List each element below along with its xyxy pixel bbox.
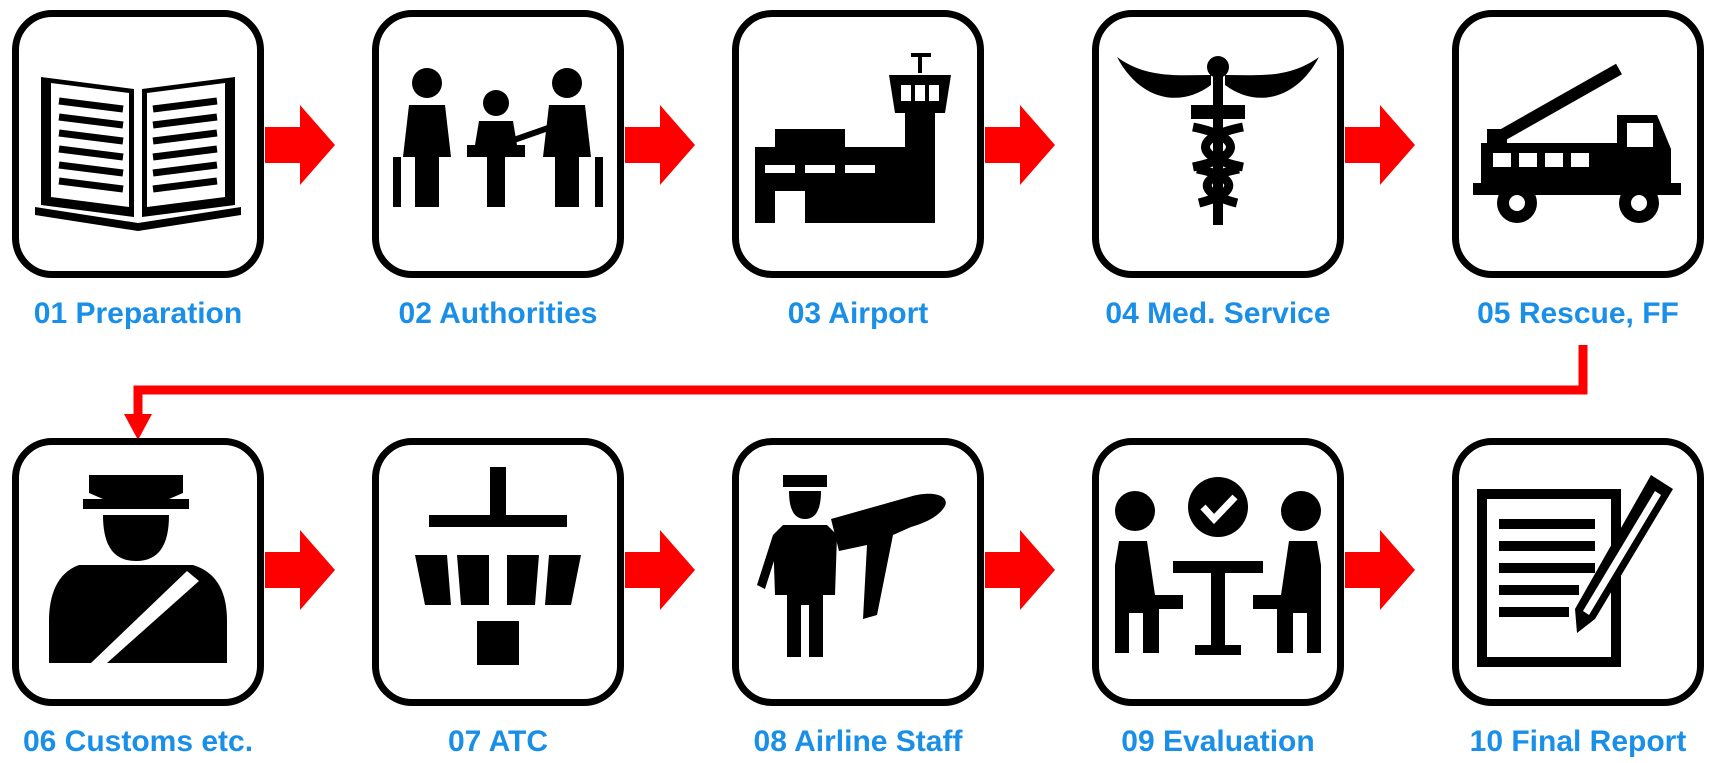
- step-02-card: [372, 10, 624, 278]
- step-09-label: 09 Evaluation: [1121, 725, 1315, 758]
- step-01-card: [12, 10, 264, 278]
- step-02-label: 02 Authorities: [398, 297, 598, 330]
- control-tower-icon: [415, 467, 581, 665]
- step-05-card: [1452, 10, 1704, 278]
- arrow-08-09: [985, 530, 1055, 610]
- customs-officer-icon: [49, 475, 227, 663]
- step-09-card: [1092, 438, 1344, 706]
- caduceus-icon: [1117, 56, 1319, 225]
- meeting-icon: [393, 68, 603, 207]
- step-07-card: [372, 438, 624, 706]
- open-book-icon: [35, 77, 241, 231]
- return-connector-05-06: [124, 345, 1588, 440]
- step-07-label: 07 ATC: [447, 725, 549, 758]
- step-08-card: [732, 438, 984, 706]
- step-01-label: 01 Preparation: [33, 297, 243, 330]
- step-05-label: 05 Rescue, FF: [1477, 297, 1679, 330]
- arrow-01-02: [265, 105, 335, 185]
- step-10-label: 10 Final Report: [1469, 725, 1687, 758]
- step-10-card: [1452, 438, 1704, 706]
- step-03-label: 03 Airport: [787, 297, 929, 330]
- arrow-06-07: [265, 530, 335, 610]
- step-08-label: 08 Airline Staff: [753, 725, 963, 758]
- arrow-04-05: [1345, 105, 1415, 185]
- step-06-label: 06 Customs etc.: [22, 725, 254, 758]
- arrow-02-03: [625, 105, 695, 185]
- report-pen-icon: [1477, 475, 1673, 667]
- step-03-card: [732, 10, 984, 278]
- arrow-07-08: [625, 530, 695, 610]
- arrow-03-04: [985, 105, 1055, 185]
- step-04-label: 04 Med. Service: [1105, 297, 1331, 330]
- fire-truck-icon: [1473, 63, 1681, 223]
- step-06-card: [12, 438, 264, 706]
- step-04-card: [1092, 10, 1344, 278]
- evaluation-meeting-icon: [1115, 477, 1321, 655]
- arrow-09-10: [1345, 530, 1415, 610]
- airport-terminal-icon: [755, 53, 951, 223]
- pilot-airplane-icon: [757, 475, 946, 657]
